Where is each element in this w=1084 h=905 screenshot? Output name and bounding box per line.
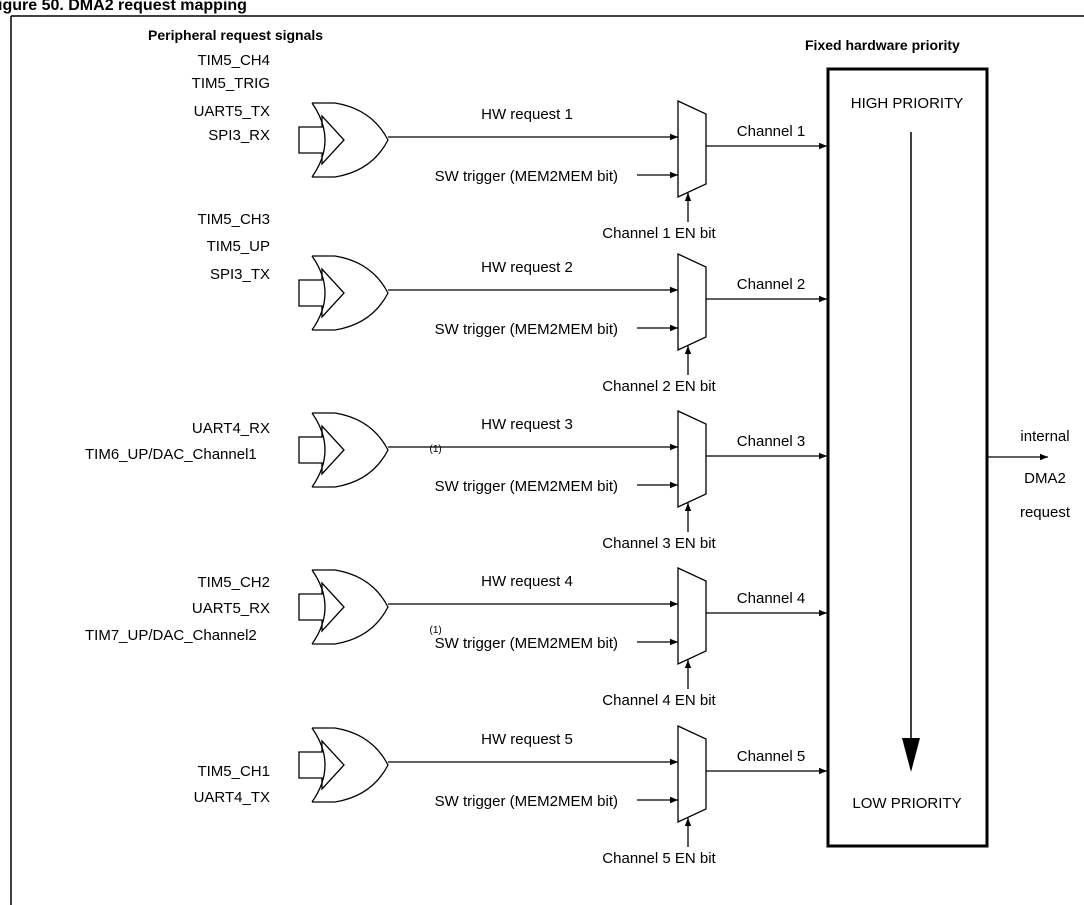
or-gate-body [312, 255, 389, 331]
header-fixed-hardware-priority: Fixed hardware priority [805, 37, 960, 53]
signal-label: SPI3_TX [210, 266, 270, 283]
channel-multiplexer [677, 409, 707, 509]
signal-label: TIM5_CH4 [197, 52, 270, 69]
output-label-internal: internal [1020, 428, 1069, 445]
en-bit-label: Channel 2 EN bit [602, 378, 716, 395]
channel-label: Channel 5 [737, 748, 805, 765]
signal-label: UART4_TX [194, 789, 270, 806]
signal-label: SPI3_RX [208, 127, 270, 144]
footnote-superscript: (1) [430, 625, 442, 636]
or-gate-back-curve [311, 727, 326, 803]
signal-label: TIM7_UP/DAC_Channel2 [85, 627, 257, 644]
sw-trigger-label: SW trigger (MEM2MEM bit) [435, 478, 618, 495]
signal-label: TIM5_CH3 [197, 211, 270, 228]
channel-multiplexer [677, 99, 707, 199]
signal-label: TIM5_TRIG [192, 75, 270, 92]
channel-multiplexer [677, 252, 707, 352]
or-gate-body [312, 569, 389, 645]
figure-title: igure 50. DMA2 request mapping [0, 0, 247, 14]
signal-bus-arrow [298, 424, 345, 476]
header-peripheral-request-signals: Peripheral request signals [148, 27, 323, 43]
hw-request-label: HW request 5 [481, 731, 573, 748]
or-gate-body [312, 412, 389, 488]
channel-multiplexer [677, 566, 707, 666]
channel-label: Channel 3 [737, 433, 805, 450]
or-gate-body [312, 727, 389, 803]
sw-trigger-label: SW trigger (MEM2MEM bit) [435, 793, 618, 810]
output-label-request: request [1020, 504, 1071, 521]
sw-trigger-label: SW trigger (MEM2MEM bit) [435, 321, 618, 338]
signal-label: TIM5_CH2 [197, 574, 270, 591]
signal-label: UART5_TX [194, 103, 270, 120]
hw-request-label: HW request 1 [481, 106, 573, 123]
channel-label: Channel 1 [737, 123, 805, 140]
en-bit-label: Channel 3 EN bit [602, 535, 716, 552]
hw-request-label: HW request 2 [481, 259, 573, 276]
signal-label: UART4_RX [192, 420, 270, 437]
en-bit-label: Channel 1 EN bit [602, 225, 716, 242]
priority-arrow-head [902, 738, 920, 772]
low-priority-label: LOW PRIORITY [852, 795, 961, 812]
channel-group-3: UART4_RX TIM6_UP/DAC_Channel1 (1) HW reques… [85, 409, 827, 552]
channel-multiplexer [677, 724, 707, 824]
or-gate-back-curve [311, 102, 326, 178]
priority-box [826, 67, 989, 848]
footnote-superscript: (1) [430, 444, 442, 455]
or-gate-body [312, 102, 389, 178]
signal-bus-arrow [298, 581, 345, 633]
channel-label: Channel 2 [737, 276, 805, 293]
channel-label: Channel 4 [737, 590, 805, 607]
or-gate-back-curve [311, 255, 326, 331]
signal-label: TIM5_CH1 [197, 763, 270, 780]
or-gate-back-curve [311, 412, 326, 488]
sw-trigger-label: SW trigger (MEM2MEM bit) [435, 168, 618, 185]
hw-request-label: HW request 3 [481, 416, 573, 433]
signal-bus-arrow [298, 267, 345, 319]
signal-bus-arrow [298, 114, 345, 166]
high-priority-label: HIGH PRIORITY [851, 95, 964, 112]
or-gate-back-curve [311, 569, 326, 645]
en-bit-label: Channel 4 EN bit [602, 692, 716, 709]
signal-label: TIM5_UP [207, 238, 270, 255]
sw-trigger-label: SW trigger (MEM2MEM bit) [435, 635, 618, 652]
signal-bus-arrow [298, 739, 345, 791]
en-bit-label: Channel 5 EN bit [602, 850, 716, 867]
signal-label: UART5_RX [192, 600, 270, 617]
output-label-dma2: DMA2 [1024, 470, 1066, 487]
hw-request-label: HW request 4 [481, 573, 573, 590]
signal-label: TIM6_UP/DAC_Channel1 [85, 446, 257, 463]
